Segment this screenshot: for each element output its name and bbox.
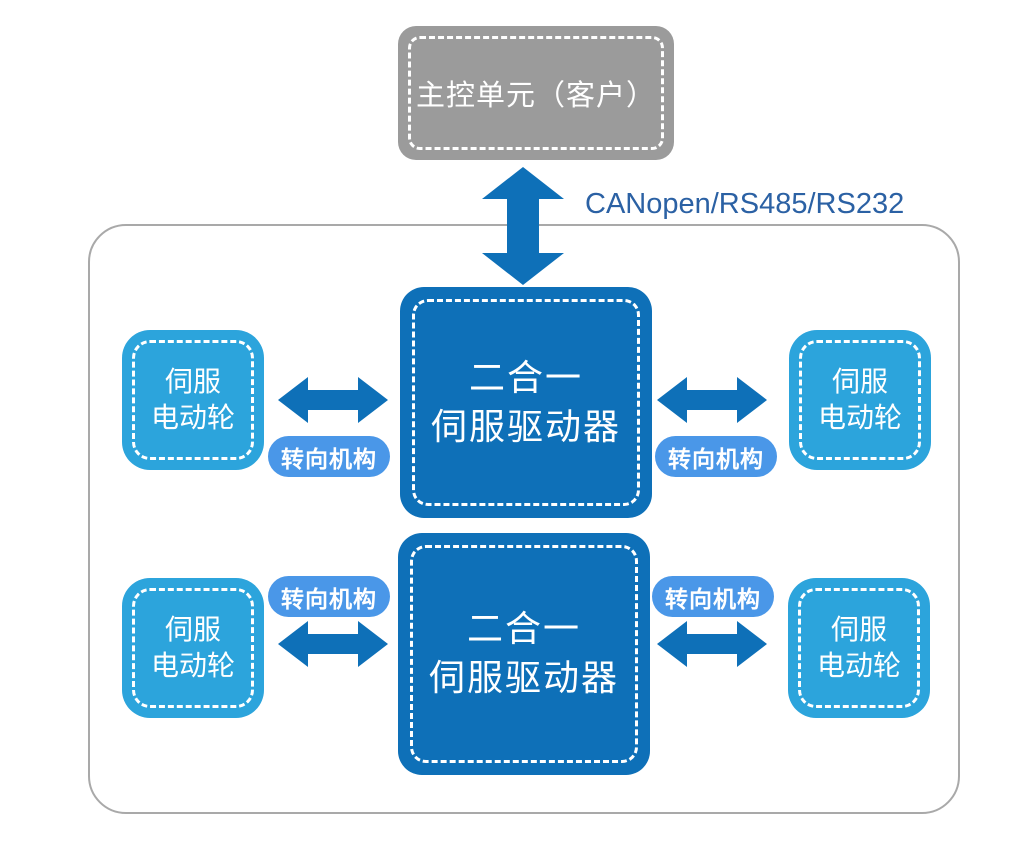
wheel-tl-line1: 伺服 [164, 365, 221, 397]
master-unit-label: 主控单元（客户） [415, 80, 656, 112]
master-unit-box: 主控单元（客户） [398, 26, 674, 160]
steering-badge-bottom-right: 转向机构 [652, 576, 774, 617]
driver-bottom-line2: 伺服驱动器 [428, 657, 619, 698]
wheel-tr-line1: 伺服 [831, 365, 888, 397]
steering-badge-top-right: 转向机构 [655, 436, 777, 477]
bidirectional-arrow-bottom-left-icon [278, 621, 388, 667]
wheel-bl-line2: 电动轮 [150, 650, 235, 681]
bidirectional-arrow-bottom-right-icon [657, 621, 767, 667]
vertical-bidirectional-arrow-icon [482, 167, 564, 285]
driver-box-bottom: 二合一 伺服驱动器 [398, 533, 650, 775]
wheel-tl-line2: 电动轮 [150, 402, 235, 433]
wheel-tr-line2: 电动轮 [817, 402, 902, 433]
driver-top-line2: 伺服驱动器 [430, 405, 621, 447]
wheel-box-top-right: 伺服 电动轮 [789, 330, 931, 470]
wheel-box-bottom-left: 伺服 电动轮 [122, 578, 264, 718]
driver-box-bottom-inner: 二合一 伺服驱动器 [410, 545, 638, 763]
wheel-box-bottom-right: 伺服 电动轮 [788, 578, 930, 718]
wheel-bl-line1: 伺服 [164, 613, 221, 645]
wheel-br-line1: 伺服 [830, 613, 887, 645]
wheel-box-top-left: 伺服 电动轮 [122, 330, 264, 470]
driver-top-line1: 二合一 [468, 356, 583, 398]
bidirectional-arrow-top-left-icon [278, 377, 388, 423]
bus-protocol-label: CANopen/RS485/RS232 [585, 188, 905, 220]
driver-bottom-line1: 二合一 [466, 608, 581, 650]
steering-badge-bottom-left: 转向机构 [268, 576, 390, 617]
wheel-br-line2: 电动轮 [816, 650, 901, 681]
driver-box-top: 二合一 伺服驱动器 [400, 287, 652, 518]
bidirectional-arrow-top-right-icon [657, 377, 767, 423]
master-unit-inner: 主控单元（客户） [408, 36, 664, 150]
driver-box-top-inner: 二合一 伺服驱动器 [412, 299, 640, 506]
steering-badge-top-left: 转向机构 [268, 436, 390, 477]
